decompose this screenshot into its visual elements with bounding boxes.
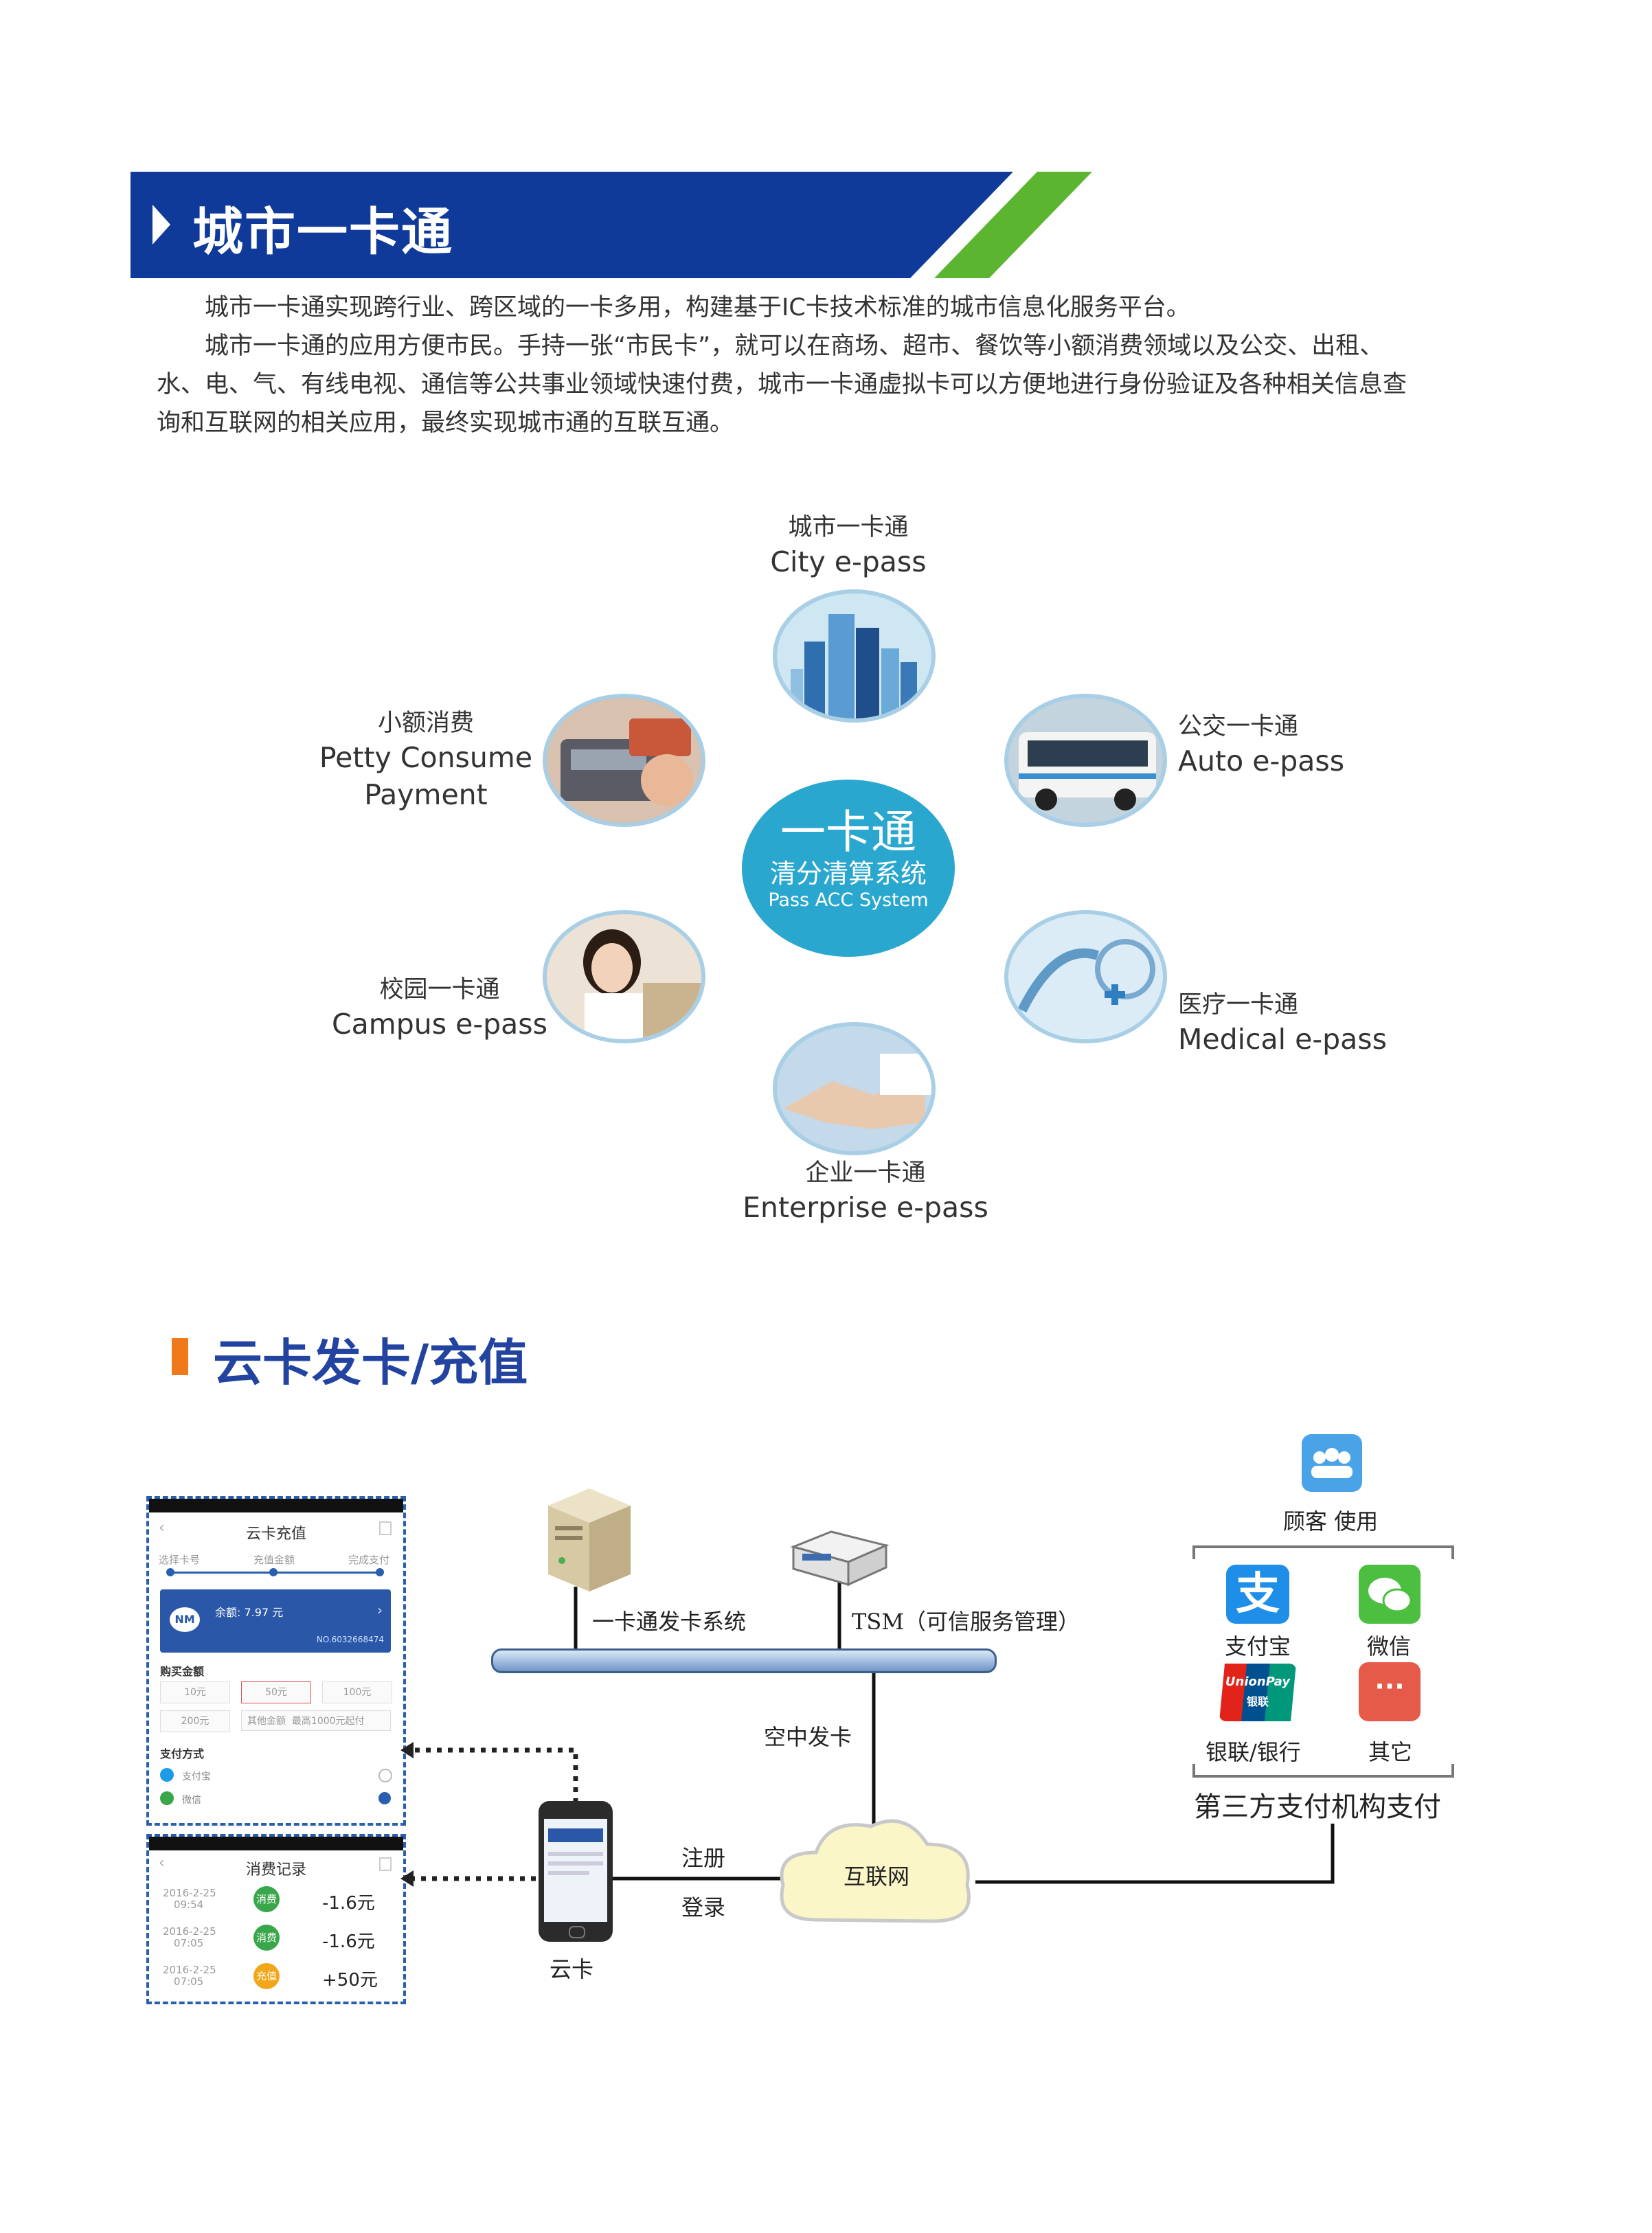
step-label-3: 完成支付: [348, 1554, 390, 1566]
amount-option[interactable]: 200元: [160, 1710, 230, 1732]
recharge-title: 云卡充值: [245, 1526, 306, 1543]
node-enterprise-label: 企业一卡通 Enterprise e-pass: [743, 1159, 988, 1224]
step-label-2: 充值金额: [253, 1554, 295, 1566]
wechat-label: 微信: [1367, 1633, 1412, 1659]
menu-icon[interactable]: [379, 1857, 392, 1871]
node-campus-label: 校园一卡通 Campus e-pass: [332, 976, 547, 1041]
tsm-label: TSM（可信服务管理）: [852, 1609, 1080, 1635]
record-amount: -1.6元: [322, 1931, 375, 1952]
record-amount: -1.6元: [322, 1893, 375, 1914]
step-dot-1: [166, 1568, 174, 1576]
card-balance: 余额: 7.97 元: [215, 1606, 284, 1619]
node-petty-label: 小额消费 Petty Consume Payment: [319, 710, 533, 811]
record-type-badge: 充值: [253, 1963, 280, 1989]
amount-option[interactable]: 10元: [160, 1681, 230, 1703]
recharge-screen-panel: ‹ 云卡充值 选择卡号 充值金额 完成支付 NM 余额: 7.97 元 NO.6…: [146, 1496, 406, 1826]
record-amount: +50元: [322, 1970, 378, 1991]
pay-method-wechat[interactable]: 微信: [160, 1790, 394, 1808]
unionpay-label: 银联/银行: [1206, 1739, 1301, 1765]
amount-custom-input[interactable]: 其他金额 最高1000元起付: [241, 1710, 391, 1731]
alipay-label: 支付宝: [1225, 1633, 1291, 1659]
records-screen-panel: ‹ 消费记录 2016-2-25 09:54 消费 -1.6元 2016-2-2…: [146, 1834, 406, 2004]
section2-accent-bar: [172, 1338, 188, 1375]
unionpay-icon[interactable]: UnionPay 银联: [1219, 1664, 1296, 1721]
server-icon: [534, 1485, 634, 1595]
back-arrow-icon[interactable]: ‹: [159, 1519, 165, 1537]
cloud-card-label: 云卡: [550, 1956, 594, 1982]
handshake-icon: [773, 1022, 936, 1155]
alipay-icon[interactable]: 支: [1226, 1565, 1289, 1624]
network-bus-bar: [491, 1648, 997, 1673]
back-arrow-icon[interactable]: ‹: [159, 1855, 165, 1872]
card-payment-icon: [543, 694, 705, 827]
intro-paragraph-1: 城市一卡通实现跨行业、跨区域的一卡多用，构建基于IC卡技术标准的城市信息化服务平…: [205, 294, 1190, 321]
acc-system-hub: 一卡通 清分清算系统 Pass ACC System: [742, 780, 955, 957]
radio-checked-icon[interactable]: [378, 1792, 391, 1804]
section-header-city-pass: 城市一卡通: [131, 172, 1092, 278]
radio-unchecked-icon[interactable]: [378, 1769, 392, 1782]
tsm-device-icon: [790, 1526, 890, 1588]
issue-system-label: 一卡通发卡系统: [592, 1609, 747, 1635]
section2-title: 云卡发卡/充值: [213, 1334, 528, 1392]
record-row[interactable]: 2016-2-25 07:05 充值 +50元: [163, 1963, 378, 1991]
chevron-right-icon: ›: [377, 1602, 383, 1618]
city-buildings-icon: [773, 589, 936, 723]
intro-paragraph-3: 水、电、气、有线电视、通信等公共事业领域快速付费，城市一卡通虚拟卡可以方便地进行…: [157, 371, 1407, 398]
alipay-icon: [160, 1768, 174, 1782]
step-label-1: 选择卡号: [159, 1554, 201, 1566]
customer-use-label: 顾客 使用: [1283, 1508, 1379, 1534]
login-label: 登录: [681, 1894, 726, 1920]
third-party-label: 第三方支付机构支付: [1194, 1791, 1441, 1823]
status-bar: [149, 1499, 403, 1512]
amount-option[interactable]: 100元: [322, 1681, 392, 1703]
record-row[interactable]: 2016-2-25 07:05 消费 -1.6元: [163, 1925, 375, 1952]
card-number: NO.6032668474: [316, 1635, 384, 1644]
register-label: 注册: [681, 1845, 726, 1871]
pay-heading: 支付方式: [160, 1747, 205, 1760]
pay-method-alipay[interactable]: 支付宝: [160, 1767, 394, 1784]
record-type-badge: 消费: [253, 1886, 280, 1912]
header-banner-shape: [131, 172, 1092, 278]
more-icon[interactable]: ···: [1359, 1662, 1421, 1721]
amount-option-selected[interactable]: 50元: [241, 1681, 311, 1703]
phone-screen: [544, 1819, 607, 1922]
record-type-badge: 消费: [253, 1925, 280, 1951]
step-dot-2: [269, 1568, 278, 1576]
step-dot-3: [376, 1568, 384, 1576]
intro-paragraph-2: 城市一卡通的应用方便市民。手持一张“市民卡”，就可以在商场、超市、餐饮等小额消费…: [205, 332, 1384, 360]
amount-heading: 购买金额: [160, 1665, 205, 1678]
wechat-icon: [160, 1791, 174, 1805]
bus-icon: [1004, 694, 1167, 827]
customer-group-icon: [1302, 1434, 1362, 1492]
wechat-icon[interactable]: [1359, 1565, 1421, 1624]
records-title: 消费记录: [245, 1861, 306, 1879]
section-title: 城市一卡通: [192, 203, 453, 262]
internet-label: 互联网: [844, 1863, 910, 1890]
card-logo: NM: [170, 1607, 200, 1632]
card-summary[interactable]: NM 余额: 7.97 元 NO.6032668474 ›: [160, 1589, 391, 1653]
node-medical-label: 医疗一卡通 Medical e-pass: [1178, 991, 1387, 1056]
ota-label: 空中发卡: [764, 1724, 852, 1750]
menu-icon[interactable]: [379, 1521, 392, 1535]
cloud-card-phone-icon[interactable]: [539, 1801, 613, 1942]
node-city-label: 城市一卡通 City e-pass: [770, 514, 927, 578]
play-arrow-icon: [152, 205, 170, 245]
status-bar: [149, 1837, 403, 1850]
medical-icon: [1004, 910, 1167, 1043]
student-icon: [543, 910, 705, 1043]
other-label: 其它: [1368, 1739, 1413, 1765]
node-auto-label: 公交一卡通 Auto e-pass: [1178, 713, 1345, 778]
internet-cloud-icon: 互联网: [768, 1803, 982, 1940]
intro-paragraph-4: 询和互联网的相关应用，最终实现城市通的互联互通。: [157, 409, 734, 437]
record-row[interactable]: 2016-2-25 09:54 消费 -1.6元: [163, 1886, 375, 1914]
